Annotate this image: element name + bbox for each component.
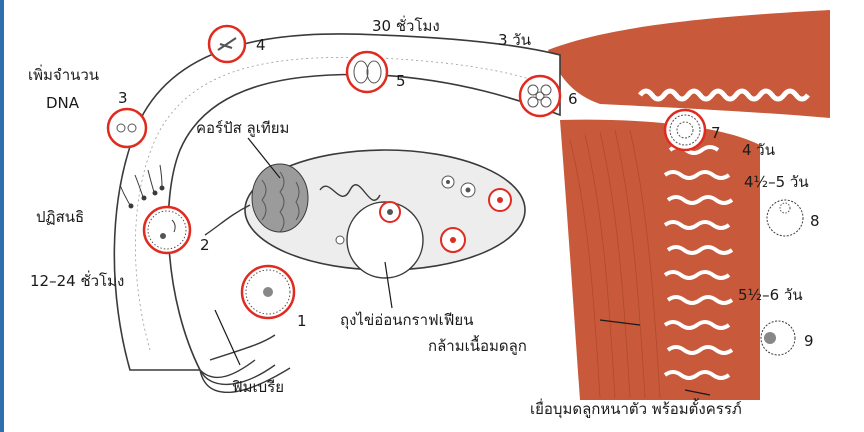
label-dna: เพิ่มจำนวน DNA	[28, 64, 104, 112]
label-fertilization: ปฏิสนธิ	[36, 208, 84, 226]
corpus-luteum-body	[252, 164, 308, 232]
stage-3-zygote	[108, 109, 146, 147]
stage-7-morula	[665, 110, 705, 150]
label-12-24-hours: 12–24 ชั่วโมง	[30, 270, 124, 290]
stage-number-6: 6	[568, 90, 578, 108]
uterus-upper-wall	[548, 10, 830, 118]
stage-6-morula-early	[520, 76, 560, 116]
stage-number-1: 1	[297, 312, 307, 330]
label-graafian: ถุงไข่อ่อนกราฟเฟียน	[340, 311, 473, 330]
stage-2-fertilization	[144, 207, 190, 253]
graafian-ovum-nucleus	[387, 209, 393, 215]
stage-number-9: 9	[804, 332, 814, 350]
label-endometrium: เยื่อบุมดลูกหนาตัว พร้อมตั้งครรภ์	[530, 398, 742, 419]
stage-1-ovum	[242, 266, 294, 318]
stage-number-4: 4	[256, 36, 266, 54]
stage-8-blastocyst	[767, 200, 803, 236]
label-fimbria: ฟิมเบรีย	[232, 378, 284, 396]
stage-number-5: 5	[396, 72, 406, 90]
stage-number-8: 8	[810, 212, 820, 230]
stage-5-two-cell	[347, 52, 387, 92]
stage-number-2: 2	[200, 236, 210, 254]
label-muscle: กล้ามเนื้อมดลูก	[428, 335, 527, 355]
stage-9-implantation	[761, 321, 795, 355]
stage-number-3: 3	[118, 89, 128, 107]
label-30-hours: 30 ชั่วโมง	[372, 15, 440, 35]
label-corpus-luteum: คอร์ปัส ลูเทียม	[196, 119, 289, 137]
label-dna-line1: เพิ่มจำนวน	[28, 64, 99, 84]
label-day-3: 3 วัน	[498, 31, 531, 49]
label-day-4: 4 วัน	[742, 141, 775, 159]
ovary-ligament	[205, 205, 250, 235]
label-dna-line2: DNA	[46, 94, 80, 112]
label-day-5-6: 5½–6 วัน	[738, 286, 803, 304]
label-day-4-5: 4½–5 วัน	[744, 173, 809, 191]
left-accent-bar	[0, 0, 4, 432]
stage-number-7: 7	[711, 124, 721, 142]
stage-4-division	[209, 26, 245, 62]
